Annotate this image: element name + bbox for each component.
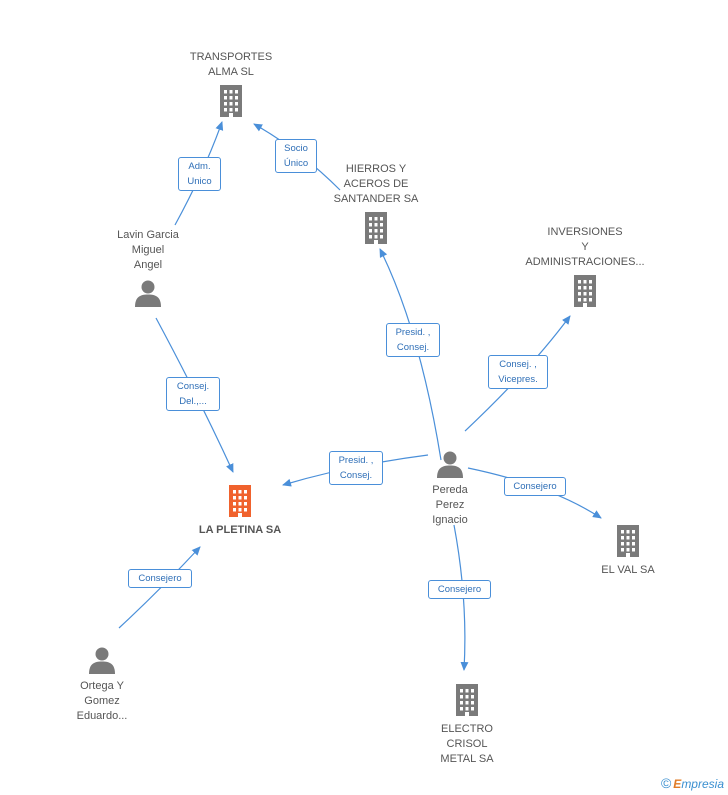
edge-label-ortega-pletina[interactable]: Consejero [128,569,192,588]
copyright-icon: © [660,775,672,791]
edge-ortega-pletina [118,546,201,629]
edge-label-pereda-hierros[interactable]: Presid. ,Consej. [386,323,440,357]
brand-name: mpresia [681,777,724,791]
node-label: LA PLETINA SA [198,524,282,536]
person-icon [52,646,152,679]
person-icon [400,450,500,483]
building-icon [176,84,286,123]
node-la-pletina[interactable]: LA PLETINA SA [184,480,296,538]
edge-label-pereda-pletina[interactable]: Presid. ,Consej. [329,451,383,485]
node-label: EL VAL SA [601,564,655,576]
edge-label-lavin-pletina[interactable]: Consej.Del.,... [166,377,220,411]
building-icon [520,274,650,313]
node-el-val[interactable]: EL VAL SA [585,520,671,578]
edge-label-pereda-elval[interactable]: Consejero [504,477,566,496]
building-icon [184,484,296,523]
building-icon [321,211,431,250]
brand-initial: E [673,777,682,791]
person-icon [96,279,200,312]
footer-brand: ©Empresia [661,775,724,791]
building-icon [585,524,671,563]
edge-label-lavin-transportes[interactable]: Adm.Unico [178,157,221,191]
edge-label-pereda-electro[interactable]: Consejero [428,580,491,599]
edge-label-pereda-inversiones[interactable]: Consej. ,Vicepres. [488,355,548,389]
building-icon [421,683,513,722]
